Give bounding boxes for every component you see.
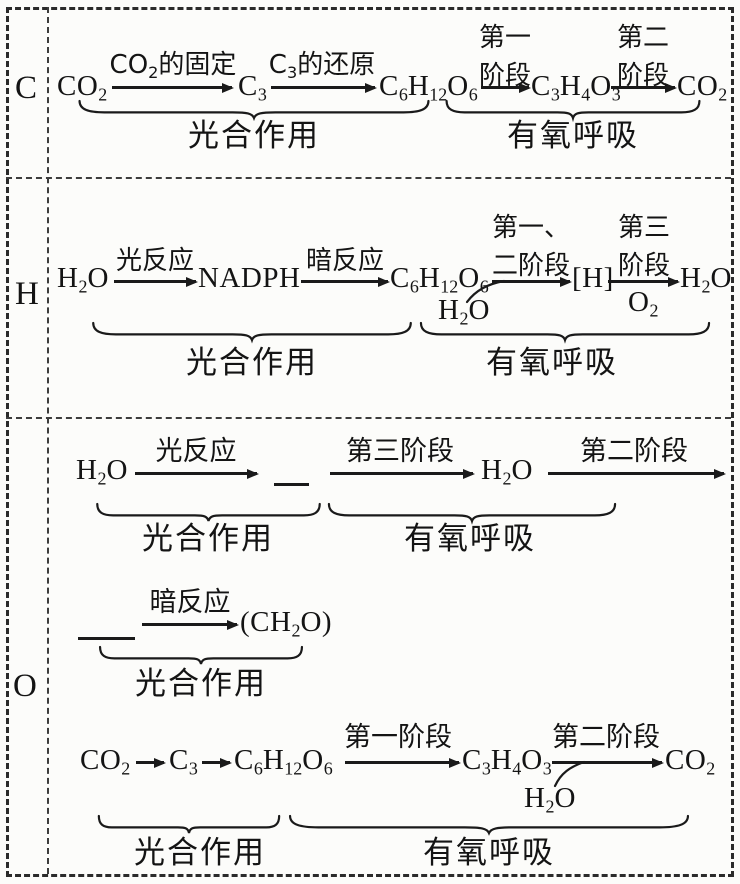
- species-h-carrier: [H]: [572, 262, 614, 294]
- arrow-label-co2-fixation: CO2的固定: [109, 50, 237, 82]
- label-respiration: 有氧呼吸: [486, 345, 618, 381]
- arrow-label-line1: 第二: [616, 23, 670, 53]
- row-divider-h-o: [6, 417, 731, 419]
- species-h2o: H2O: [76, 454, 128, 489]
- arrow-label-line2: 阶段: [616, 60, 670, 91]
- species-co2: CO2: [57, 70, 108, 105]
- underbrace-respiration: [418, 322, 712, 341]
- species-co2: CO2: [80, 744, 131, 779]
- row-label-h: H: [15, 276, 39, 312]
- arrow-label-stage-1-2: 第一、 二阶段: [492, 210, 570, 285]
- underbrace-photosynthesis: [97, 815, 281, 834]
- underbrace-photosynthesis: [98, 646, 304, 665]
- arrow-label-stage-1: 第一 阶段: [479, 20, 531, 95]
- arrow-stage-2: [548, 468, 726, 479]
- arrow-label-line2: 阶段: [617, 250, 671, 281]
- species-glucose: C6H12O6: [234, 744, 333, 779]
- underbrace-photosynthesis: [95, 503, 322, 522]
- label-respiration: 有氧呼吸: [404, 521, 536, 557]
- label-photosynthesis: 光合作用: [135, 666, 267, 702]
- arrow-stage-3: [608, 276, 680, 287]
- arrow-label-dark-reaction: 暗反应: [305, 246, 385, 276]
- underbrace-photosynthesis: [90, 322, 414, 341]
- arrow-label-stage-2: 第二 阶段: [617, 20, 669, 95]
- blank-slot: ___: [78, 637, 135, 640]
- arrow-stage-3: [330, 468, 475, 479]
- row-label-o: O: [13, 668, 37, 704]
- underbrace-respiration: [326, 503, 618, 522]
- row-divider-c-h: [6, 177, 731, 179]
- underbrace-respiration: [286, 815, 692, 834]
- arrow-label-c3-reduction: C3的还原: [268, 50, 376, 82]
- arrow-label-stage-2: 第二阶段: [580, 436, 688, 467]
- arrow-stage-1: [481, 82, 531, 93]
- label-respiration: 有氧呼吸: [507, 118, 639, 154]
- arrow-label-line1: 第一、: [491, 213, 571, 243]
- arrow-label-light-reaction: 光反应: [155, 436, 237, 467]
- species-h2o: H2O: [481, 454, 533, 489]
- species-glucose: C6H12O6: [379, 70, 478, 105]
- species-h2o-inflow: H2O: [524, 782, 576, 817]
- arrow-c3-reduction: [271, 82, 377, 93]
- inflow-curve: [465, 279, 506, 304]
- underbrace-respiration: [444, 100, 702, 119]
- species-o2: O2: [628, 286, 659, 321]
- arrow-label-line2: 二阶段: [491, 250, 571, 281]
- label-photosynthesis: 光合作用: [186, 345, 318, 381]
- inflow-curve: [553, 760, 586, 788]
- label-photosynthesis: 光合作用: [134, 835, 266, 871]
- label-photosynthesis: 光合作用: [142, 521, 274, 557]
- arrow-light-reaction: [114, 276, 198, 287]
- arrow-stage-2: [552, 757, 664, 768]
- arrow-label-line1: 第三: [617, 213, 671, 243]
- arrow-label-line1: 第一: [478, 23, 532, 53]
- arrow-label-stage-3: 第三 阶段: [618, 210, 670, 285]
- arrow-stage-1-2: [492, 276, 572, 287]
- arrow-stage-2: [611, 82, 677, 93]
- arrow-label-stage-2: 第二阶段: [552, 722, 660, 753]
- arrow-co2-fixation: [112, 82, 234, 93]
- arrow-plain: [202, 757, 232, 768]
- species-co2: CO2: [677, 70, 728, 105]
- species-pyruvate: C3H4O3: [531, 70, 621, 105]
- label-photosynthesis: 光合作用: [188, 118, 320, 154]
- blank-slot: __: [274, 483, 309, 486]
- arrow-dark-reaction: [142, 619, 239, 630]
- arrow-light-reaction: [135, 468, 259, 479]
- arrow-label-light-reaction: 光反应: [115, 246, 195, 276]
- column-divider: [47, 7, 49, 874]
- arrow-plain: [136, 757, 166, 768]
- species-c3: C3: [169, 744, 198, 779]
- species-pyruvate: C3H4O3: [462, 744, 552, 779]
- species-nadph: NADPH: [198, 262, 301, 294]
- arrow-stage-1: [345, 757, 461, 768]
- species-h2o: H2O: [680, 262, 732, 297]
- arrow-label-stage-1: 第一阶段: [344, 722, 452, 753]
- species-c3: C3: [238, 70, 267, 105]
- arrow-dark-reaction: [301, 276, 390, 287]
- species-h2o-inflow: H2O: [438, 294, 490, 329]
- arrow-label-dark-reaction: 暗反应: [149, 587, 231, 618]
- arrow-label-stage-3: 第三阶段: [346, 436, 454, 467]
- arrow-label-line2: 阶段: [478, 60, 532, 91]
- underbrace-photosynthesis: [76, 100, 432, 119]
- label-respiration: 有氧呼吸: [423, 835, 555, 871]
- species-co2: CO2: [665, 744, 716, 779]
- species-h2o: H2O: [57, 262, 109, 297]
- row-label-c: C: [15, 70, 38, 106]
- species-ch2o: (CH2O): [240, 606, 333, 641]
